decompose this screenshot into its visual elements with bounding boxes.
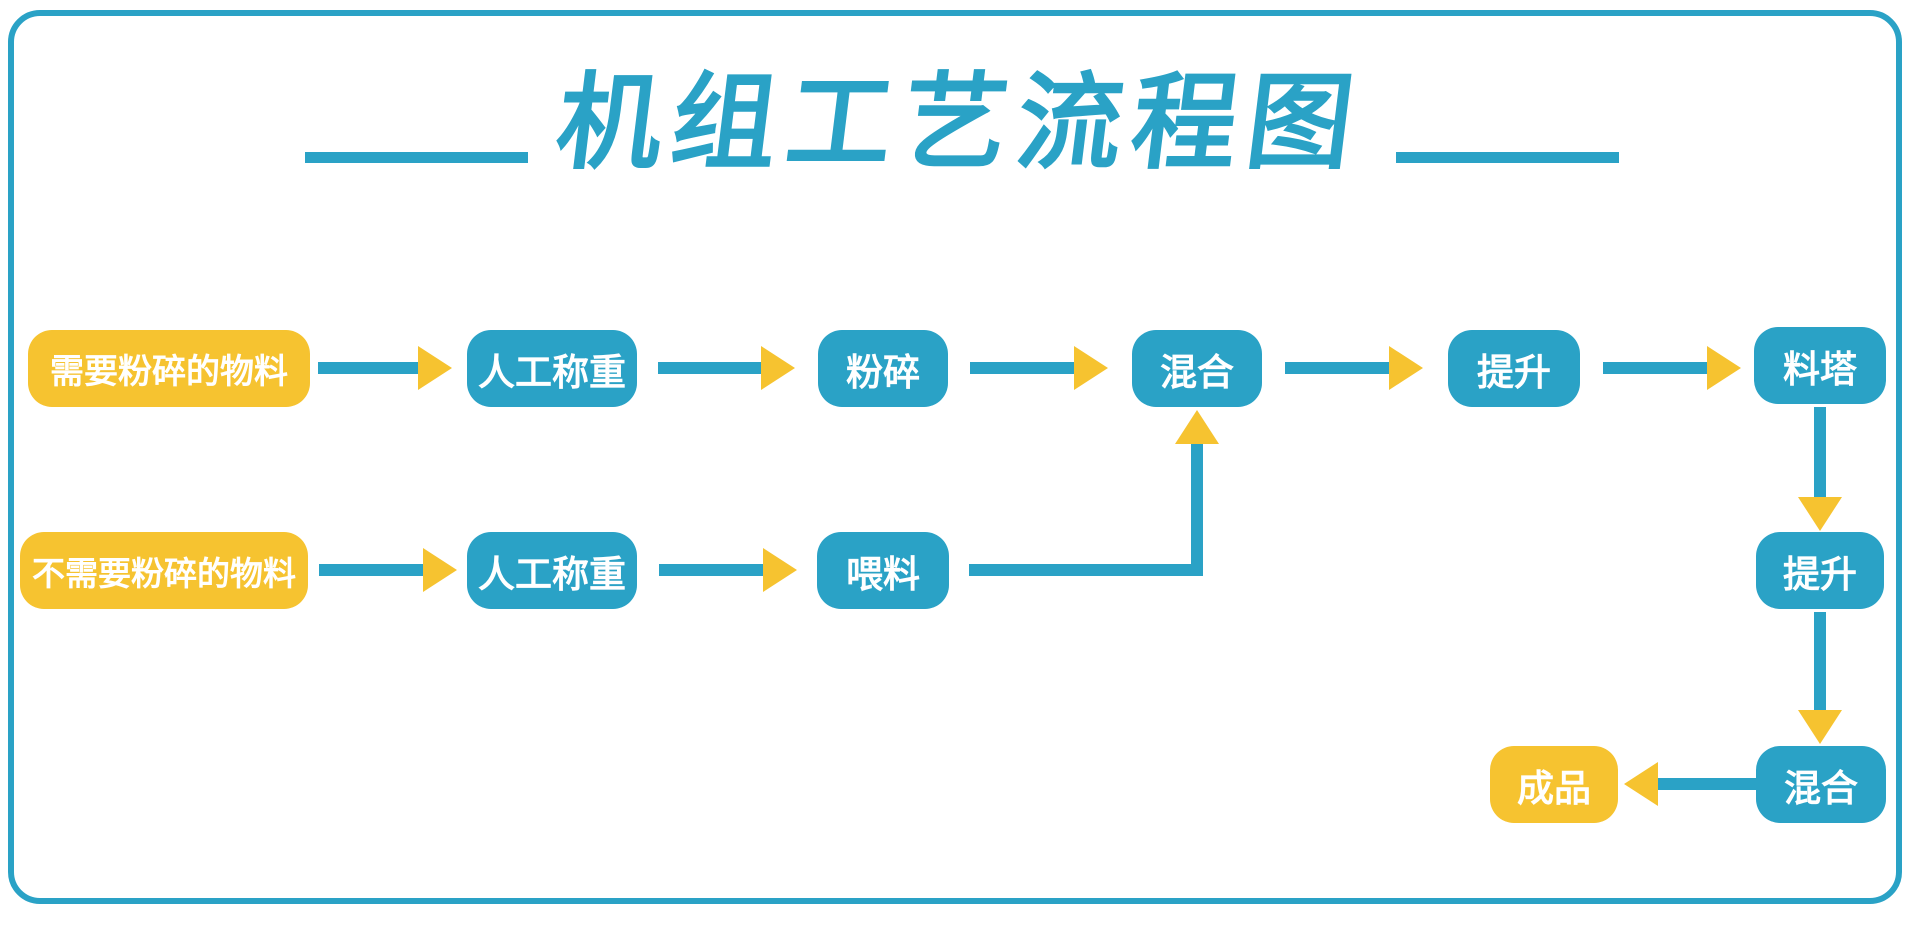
arrow-weigh-crush-line: [658, 362, 761, 374]
arrow-mix-finished-head-icon: [1624, 762, 1658, 806]
node-lift-top: 提升: [1448, 330, 1580, 407]
node-label: 喂料: [846, 553, 920, 595]
arrow-weigh-feed-head-icon: [763, 548, 797, 592]
node-label: 混合: [1784, 767, 1858, 809]
arrow-lift-mix-head-icon: [1798, 710, 1842, 744]
node-finished-product: 成品: [1490, 746, 1618, 823]
arrow-lift-silo-line: [1603, 362, 1707, 374]
node-no-crush-material: 不需要粉碎的物料: [20, 532, 308, 609]
node-feed: 喂料: [817, 532, 949, 609]
arrow-lift-silo-head-icon: [1707, 346, 1741, 390]
node-label: 人工称重: [478, 351, 626, 393]
node-label: 提升: [1783, 553, 1857, 595]
title-dash-right: [1396, 152, 1619, 163]
node-label: 需要粉碎的物料: [50, 353, 288, 391]
title-dash-left: [305, 152, 528, 163]
arrow-crush-mix-head-icon: [1074, 346, 1108, 390]
page-title: 机组工艺流程图: [550, 65, 1370, 182]
arrow-mix-lift-head-icon: [1389, 346, 1423, 390]
node-need-crush-material: 需要粉碎的物料: [28, 330, 310, 407]
arrow-nocrush-weigh-line: [319, 564, 423, 576]
node-label: 人工称重: [478, 553, 626, 595]
outer-border-frame: [8, 10, 1902, 904]
node-lift-right: 提升: [1756, 532, 1884, 609]
node-label: 粉碎: [846, 351, 920, 393]
node-silo: 料塔: [1754, 327, 1886, 404]
node-mix-right: 混合: [1756, 746, 1886, 823]
connector-feed-mix-vertical-line: [1191, 444, 1203, 576]
arrow-needcrush-weigh-line: [318, 362, 418, 374]
arrow-weigh-crush-head-icon: [761, 346, 795, 390]
arrow-crush-mix-line: [970, 362, 1074, 374]
node-manual-weigh-top: 人工称重: [467, 330, 637, 407]
node-label: 不需要粉碎的物料: [32, 554, 296, 592]
node-crush: 粉碎: [818, 330, 948, 407]
node-manual-weigh-bottom: 人工称重: [467, 532, 637, 609]
arrow-weigh-feed-line: [659, 564, 763, 576]
arrow-lift-mix-line: [1814, 612, 1826, 710]
node-mix-top: 混合: [1132, 330, 1262, 407]
connector-feed-mix-horizontal-line: [969, 564, 1203, 576]
node-label: 料塔: [1783, 348, 1857, 390]
arrow-mix-lift-line: [1285, 362, 1389, 374]
arrow-nocrush-weigh-head-icon: [423, 548, 457, 592]
node-label: 混合: [1160, 351, 1234, 393]
arrow-mix-finished-line: [1658, 778, 1756, 790]
node-label: 提升: [1477, 351, 1551, 393]
arrow-feed-mix-head-icon: [1175, 410, 1219, 444]
arrow-needcrush-weigh-head-icon: [418, 346, 452, 390]
node-label: 成品: [1517, 767, 1591, 809]
arrow-silo-lift-line: [1814, 407, 1826, 497]
arrow-silo-lift-head-icon: [1798, 497, 1842, 531]
